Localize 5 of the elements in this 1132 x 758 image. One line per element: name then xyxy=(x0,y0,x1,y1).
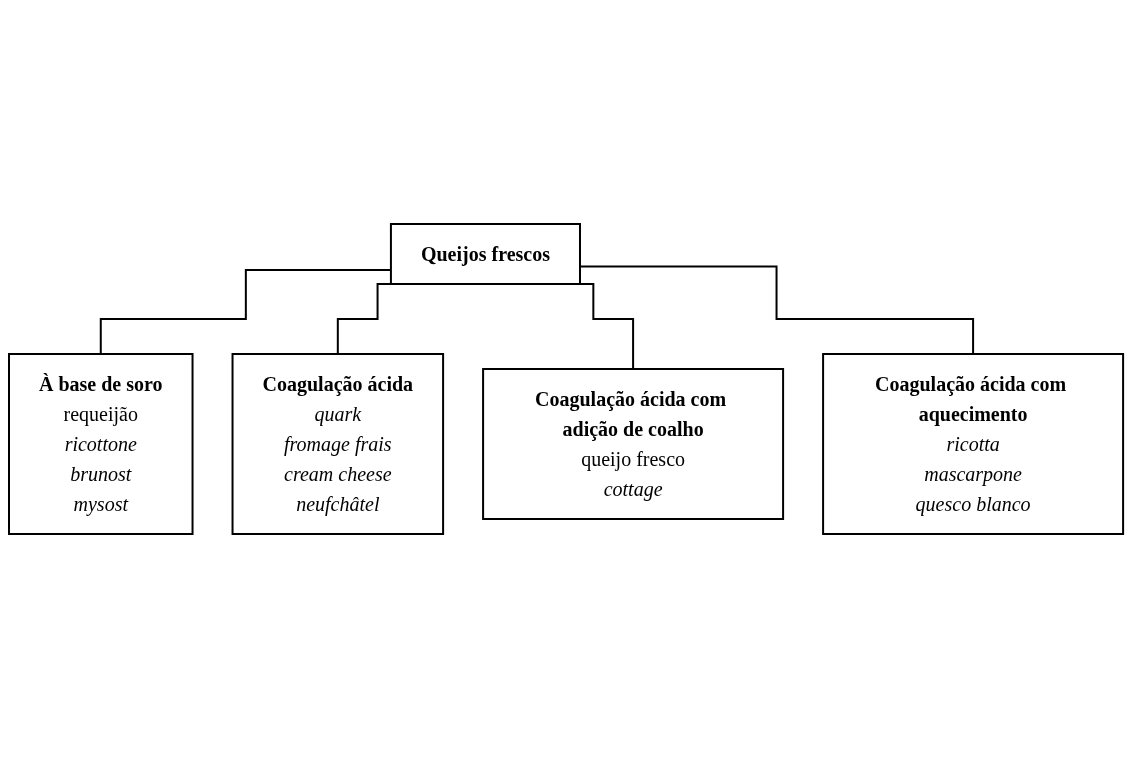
node-box: À base de soro requeijão ricottone brunost mysost xyxy=(7,353,194,535)
node-box: Coagulação ácida com aquecimento ricotta mascarpone quesco blanco xyxy=(822,353,1125,535)
node-box: Coagulação ácida quark fromage frais cream cheese neufchâtel xyxy=(231,353,445,535)
node-box: Coagulação ácida com adição de coalho queijo fresco cottage xyxy=(482,368,785,520)
node-box: Queijos frescos xyxy=(389,223,581,285)
